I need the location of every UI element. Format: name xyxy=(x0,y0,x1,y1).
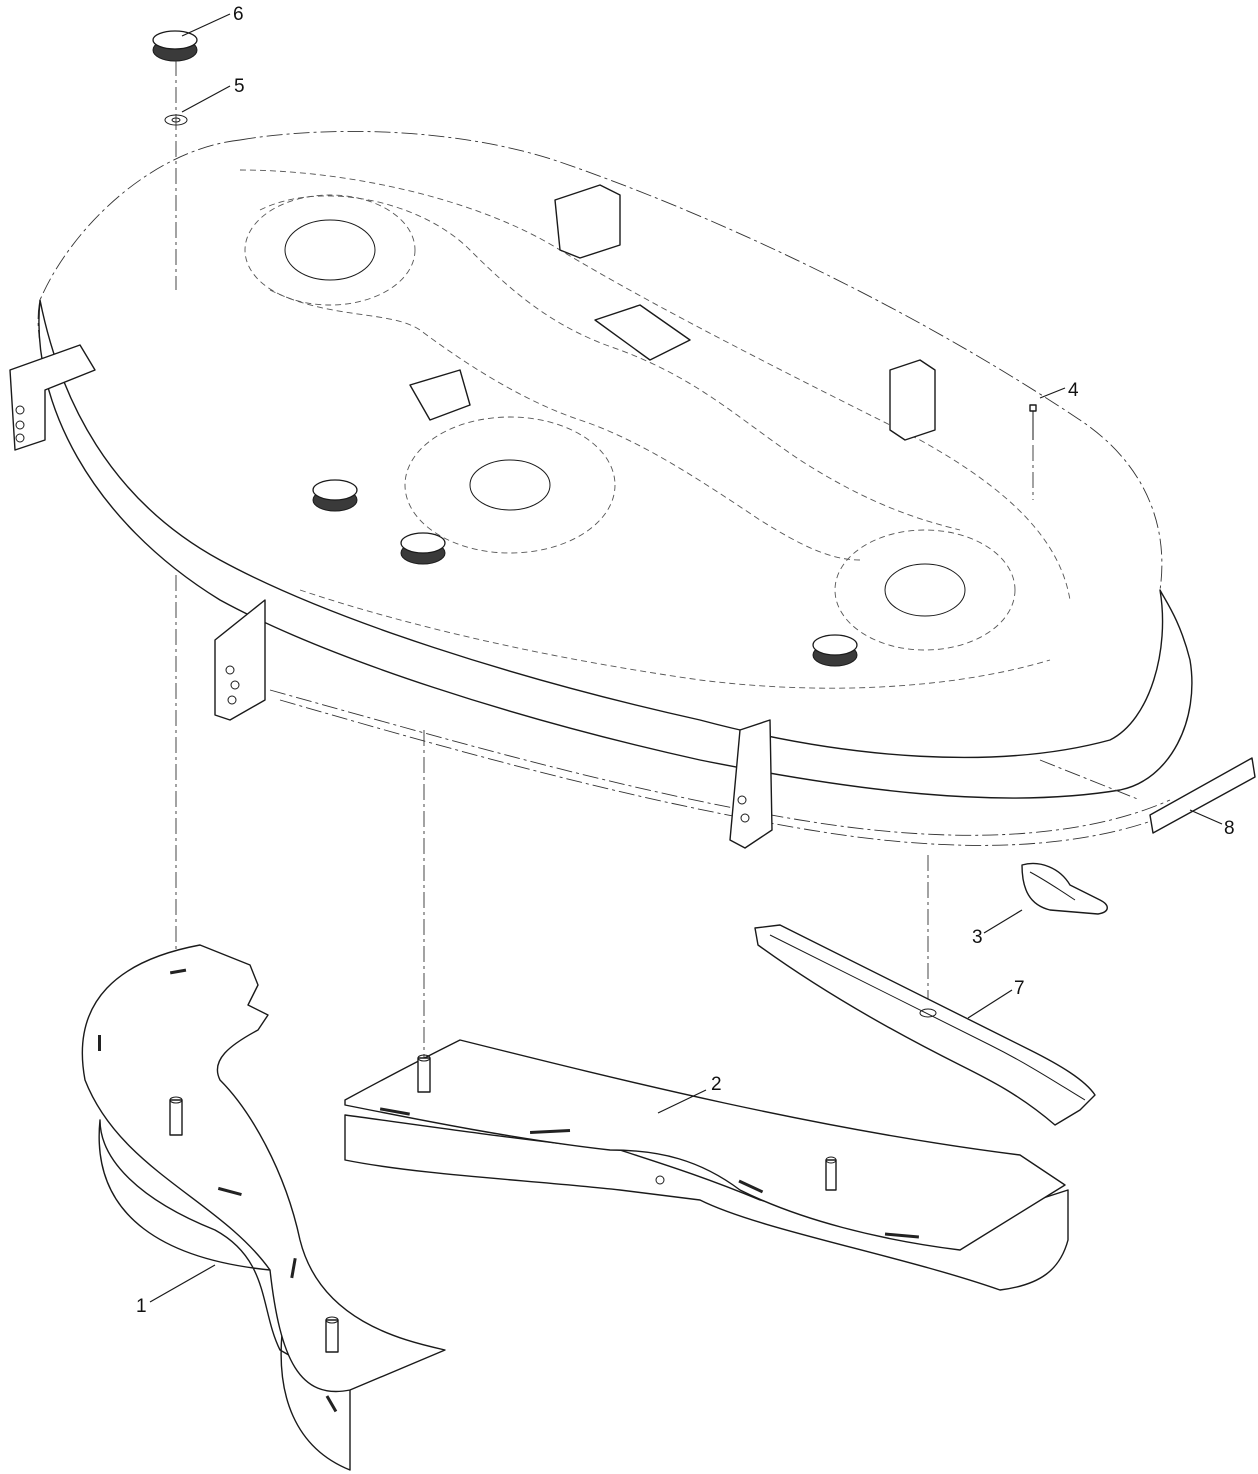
part-7-blade xyxy=(754,924,1096,1126)
callout-6: 6 xyxy=(233,4,244,25)
callout-3: 3 xyxy=(972,927,983,948)
callout-7: 7 xyxy=(1014,978,1025,999)
callout-8: 8 xyxy=(1224,818,1235,839)
mower-deck-housing xyxy=(9,130,1193,849)
callout-4: 4 xyxy=(1068,380,1079,401)
deck-knob-left xyxy=(312,479,358,512)
callout-leaders xyxy=(149,13,1223,1303)
part-3-deflector xyxy=(1021,862,1108,915)
callout-2: 2 xyxy=(711,1074,722,1095)
deck-knob-center xyxy=(400,532,446,565)
deck-knob-right xyxy=(812,634,858,667)
part-8-decal xyxy=(1149,757,1256,834)
callout-1: 1 xyxy=(136,1296,147,1317)
part-2-center-baffle xyxy=(344,1039,1069,1291)
alignment-lines xyxy=(175,60,1141,1100)
callout-5: 5 xyxy=(234,76,245,97)
part-6-knob xyxy=(152,30,198,62)
part-4-bolt xyxy=(1029,404,1037,440)
part-1-left-baffle xyxy=(81,944,446,1471)
